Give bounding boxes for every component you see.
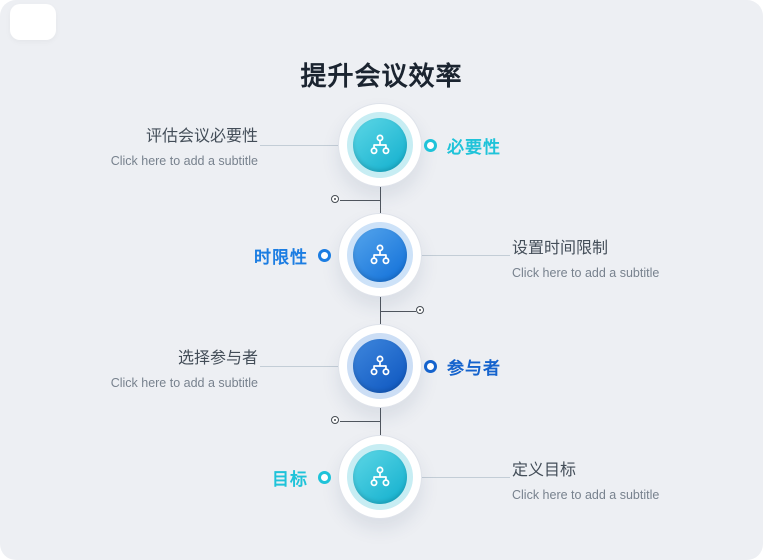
donut-ring-icon bbox=[318, 248, 331, 262]
step2-subtitle[interactable]: Click here to add a subtitle bbox=[512, 266, 660, 280]
step3-text[interactable]: 选择参与者 Click here to add a subtitle bbox=[60, 348, 258, 392]
step1-badge-label: 必要性 bbox=[447, 137, 501, 157]
step4-badge[interactable]: 目标 bbox=[211, 468, 331, 489]
step4-badge-label: 目标 bbox=[272, 469, 308, 489]
corner-widget bbox=[10, 4, 56, 40]
node-outer-ring bbox=[338, 435, 422, 519]
connector-branch-1 bbox=[340, 200, 380, 201]
node-core bbox=[353, 339, 407, 393]
guide-line-2 bbox=[422, 255, 510, 256]
step4-text[interactable]: 定义目标 Click here to add a subtitle bbox=[512, 460, 722, 504]
node-tint-ring bbox=[347, 444, 413, 510]
step1-heading[interactable]: 评估会议必要性 bbox=[145, 128, 258, 145]
node-outer-ring bbox=[338, 103, 422, 187]
step3-badge[interactable]: 参与者 bbox=[424, 357, 501, 378]
donut-ring-icon bbox=[424, 359, 437, 373]
node-tint-ring bbox=[347, 112, 413, 178]
node-outer-ring bbox=[338, 324, 422, 408]
timeline-node-3[interactable] bbox=[338, 324, 422, 408]
connector-line-2 bbox=[380, 297, 381, 324]
node-tint-ring bbox=[347, 222, 413, 288]
timeline-dot-icon bbox=[416, 306, 424, 314]
step3-subtitle[interactable]: Click here to add a subtitle bbox=[110, 376, 258, 390]
node-core bbox=[353, 228, 407, 282]
step4-heading[interactable]: 定义目标 bbox=[512, 462, 577, 479]
step1-subtitle[interactable]: Click here to add a subtitle bbox=[110, 154, 258, 168]
timeline-dot-icon bbox=[331, 195, 339, 203]
connector-line-3 bbox=[380, 408, 381, 435]
connector-line-1 bbox=[380, 187, 381, 213]
connector-branch-3 bbox=[340, 421, 380, 422]
step3-badge-label: 参与者 bbox=[447, 358, 501, 378]
org-chart-icon bbox=[370, 466, 390, 487]
step2-badge[interactable]: 时限性 bbox=[211, 246, 331, 267]
org-chart-icon bbox=[370, 355, 390, 376]
guide-line-3 bbox=[260, 366, 338, 367]
guide-line-4 bbox=[422, 477, 510, 478]
step2-heading[interactable]: 设置时间限制 bbox=[512, 240, 609, 257]
guide-line-1 bbox=[260, 145, 338, 146]
timeline-dot-icon bbox=[331, 416, 339, 424]
step4-subtitle[interactable]: Click here to add a subtitle bbox=[512, 488, 660, 502]
step1-text[interactable]: 评估会议必要性 Click here to add a subtitle bbox=[60, 126, 258, 170]
timeline-node-2[interactable] bbox=[338, 213, 422, 297]
step3-heading[interactable]: 选择参与者 bbox=[177, 350, 258, 367]
page-title[interactable]: 提升会议效率 bbox=[300, 61, 463, 91]
org-chart-icon bbox=[370, 134, 390, 155]
donut-ring-icon bbox=[318, 470, 331, 484]
node-core bbox=[353, 450, 407, 504]
timeline-node-1[interactable] bbox=[338, 103, 422, 187]
org-chart-icon bbox=[370, 244, 390, 265]
node-tint-ring bbox=[347, 333, 413, 399]
connector-branch-2 bbox=[380, 311, 416, 312]
timeline-node-4[interactable] bbox=[338, 435, 422, 519]
step1-badge[interactable]: 必要性 bbox=[424, 136, 501, 157]
step2-badge-label: 时限性 bbox=[254, 247, 308, 267]
step2-text[interactable]: 设置时间限制 Click here to add a subtitle bbox=[512, 238, 722, 282]
node-outer-ring bbox=[338, 213, 422, 297]
donut-ring-icon bbox=[424, 138, 437, 152]
node-core bbox=[353, 118, 407, 172]
